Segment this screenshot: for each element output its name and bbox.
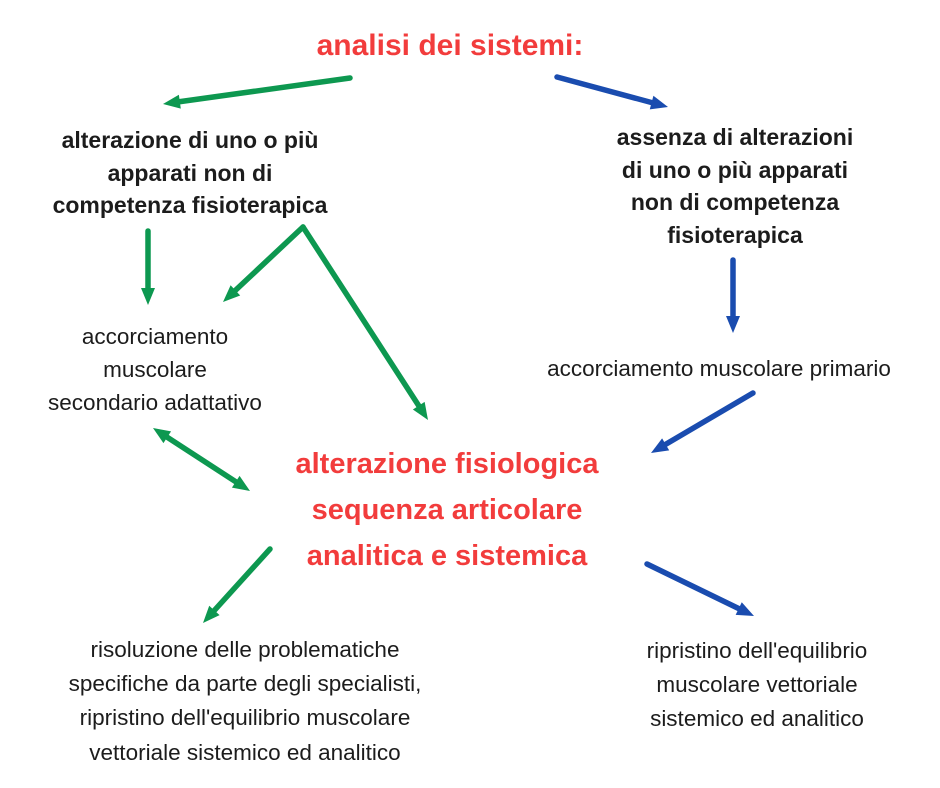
arrow-center-to-bottom-left (203, 546, 273, 623)
arrow-right-block-down (726, 257, 740, 333)
arrow-title-to-right (554, 74, 668, 110)
arrow-primario-to-center (651, 390, 756, 453)
node-ripristino-equilibrio: ripristino dell'equilibrio muscolare vet… (646, 638, 868, 731)
arrow-center-to-bottom-right (644, 561, 754, 616)
node-accorciamento-secondario: accorciamento muscolare secondario adatt… (48, 324, 262, 416)
arrow-secondario-center-double (153, 428, 250, 491)
node-alterazione-apparati: alterazione di uno o più apparati non di… (52, 127, 328, 219)
arrow-left-block-down (141, 228, 155, 305)
arrow-left-block-to-center (300, 224, 428, 420)
node-risoluzione-specialisti: risoluzione delle problematiche specific… (68, 637, 422, 765)
arrow-left-block-branch-left (223, 224, 306, 302)
node-assenza-alterazioni: assenza di alterazioni di uno o più appa… (616, 124, 854, 248)
diagram-title: analisi dei sistemi: (316, 29, 584, 62)
arrow-title-to-left (163, 75, 353, 109)
node-accorciamento-primario: accorciamento muscolare primario (547, 356, 891, 381)
node-alterazione-fisiologica: alterazione fisiologica sequenza articol… (295, 448, 599, 572)
